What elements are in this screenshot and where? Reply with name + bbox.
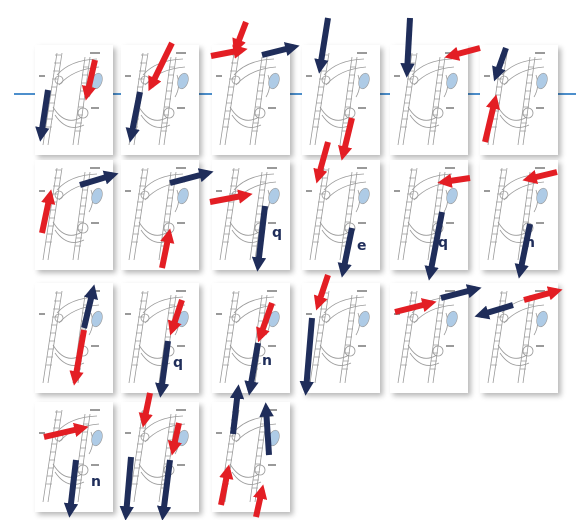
red-arrow [395, 303, 431, 312]
red-arrow [524, 291, 557, 300]
navy-arrow [84, 290, 93, 328]
navy-arrow [41, 90, 48, 136]
red-arrow [172, 300, 182, 330]
red-arrow [318, 142, 328, 178]
red-arrow [318, 275, 328, 305]
navy-arrow [126, 457, 131, 515]
red-arrow [443, 178, 470, 182]
red-arrow [42, 195, 50, 233]
red-arrow [211, 50, 242, 56]
red-arrow [528, 172, 557, 179]
navy-arrow [320, 18, 328, 68]
navy-arrow [407, 18, 410, 72]
red-arrow [151, 43, 172, 86]
red-arrow [450, 48, 480, 56]
red-arrow [256, 490, 262, 517]
navy-arrow [262, 47, 294, 55]
red-arrow [343, 118, 352, 155]
red-arrow [210, 195, 247, 202]
navy-arrow [80, 175, 113, 185]
navy-arrow [496, 48, 506, 76]
navy-arrow [250, 343, 258, 390]
navy-arrow [520, 224, 530, 273]
navy-arrow [170, 173, 208, 183]
red-arrow [87, 60, 95, 95]
navy-arrow [430, 212, 442, 275]
navy-arrow [480, 305, 513, 315]
red-arrow [485, 100, 495, 142]
navy-arrow [233, 390, 238, 434]
navy-arrow [258, 206, 265, 266]
navy-arrow [70, 460, 76, 512]
red-arrow [144, 393, 150, 422]
navy-arrow [161, 341, 168, 392]
red-arrow [75, 330, 84, 380]
red-arrow [260, 303, 272, 337]
red-arrow [236, 22, 246, 48]
navy-arrow [266, 408, 269, 455]
navy-arrow [343, 228, 352, 272]
navy-arrow [441, 289, 476, 298]
navy-arrow [131, 92, 140, 137]
red-arrow [221, 470, 228, 505]
red-arrow [162, 234, 169, 268]
red-arrow [44, 428, 83, 437]
red-arrow [173, 423, 179, 450]
navy-arrow [306, 318, 312, 390]
navy-arrow [163, 460, 170, 515]
